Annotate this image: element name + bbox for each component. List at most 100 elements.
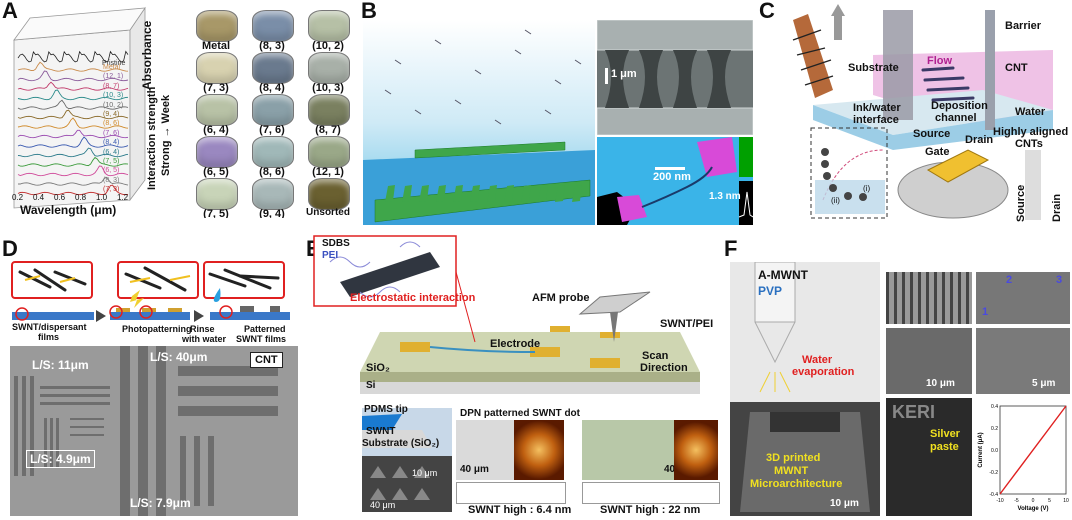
vial [308,10,350,42]
cnt-stick [434,39,442,45]
vial [196,136,238,168]
vial-label: (8, 7) [315,124,341,136]
spectrum-label: (8, 6) [103,120,120,128]
si-label: Si [366,380,376,391]
grid-sem-image [886,272,972,324]
step1b-label: films [38,332,60,342]
absorbance-axis-label: Absorbance [140,20,154,90]
vial-label: Metal [201,40,231,52]
spectrum-label: (7, 5) [103,158,120,165]
water-label: Water [1015,106,1046,118]
spectrum-line [17,136,129,148]
afm-probe-label: AFM probe [532,292,590,304]
scale-bar-200nm [655,167,685,170]
patterned-film-micrograph: L/S: 40μm L/S: 11μm L/S: 4.9μm L/S: 7.9μ… [10,346,298,516]
panel-b: B [355,0,753,230]
pei-label: PEI [322,250,339,261]
dpn-dot-image-1: 40 μm [456,420,564,480]
vial [308,136,350,168]
photopatterning-process [11,261,290,322]
pillar-closeup-image: 5 μm [976,328,1070,394]
ink-water-label: Ink/water [853,102,901,114]
vial-label: (8, 6) [259,166,285,178]
spectrum-line [17,89,129,101]
electrode-tooth [470,185,480,202]
spectrum-line [18,176,129,186]
vial-label: (7, 5) [203,208,229,219]
dpn-label: DPN patterned SWNT dot [460,408,580,419]
paste-label: paste [930,441,959,453]
iv-y-label: Current (μA) [978,432,984,467]
num-3: 3 [1056,274,1063,286]
bridge-sem-image: 1 2 3 [976,272,1070,324]
height-profile-2 [582,482,720,504]
vial [196,52,238,84]
step1-label: SWNT/dispersant [12,322,87,332]
iv-y-tick: -0.2 [989,470,998,476]
vial-label: (9, 4) [259,208,285,219]
vial-label: (8, 3) [259,40,285,52]
wavelength-tick: 0.2 [12,193,24,202]
spectrum-label: Metal [103,64,121,71]
wavelength-tick: 1.0 [96,193,108,202]
iv-x-label: Voltage (V) [1018,506,1049,512]
vial [252,52,294,84]
cnt-label-d: CNT [250,352,283,368]
wavelength-tick: 0.8 [75,193,87,202]
cnt-label: CNT [1005,62,1028,74]
spectrum-label: (6, 4) [103,148,120,156]
spectrum-label: (12, 1) [103,73,124,81]
direction-label: Direction [640,362,688,374]
swnt-label: SWNT [366,426,396,437]
spectrum-line [17,129,129,139]
electrode-tooth [521,185,531,202]
panel-label-b: B [361,0,377,23]
printed-label-2: MWNT [774,465,809,477]
iv-series-line [999,405,1067,495]
vial-label: (7, 6) [259,124,285,136]
vial [308,178,350,210]
ls-49-label: L/S: 4.9μm [26,450,95,468]
electrode-tooth [555,185,565,202]
i-label: (i) [863,184,871,193]
panel-c: C Barrier Substrate [753,0,1072,230]
step4-label: Patterned [244,324,286,334]
panel-label-d: D [2,236,18,261]
vial-label: (12, 1) [312,166,344,178]
swnt-pei-label: SWNT/PEI [660,318,714,330]
spectrum-label: (7, 3) [103,186,120,194]
spectrum-line [17,61,129,72]
iv-x-tick: 10 [1063,498,1069,504]
absorbance-spectra-plot [13,6,146,209]
iv-y-tick: 0.2 [991,426,998,432]
cnt-stick [544,109,552,115]
spectrum-label: (8, 4) [103,139,120,147]
swnt-high-1: SWNT high : 6.4 nm [468,504,572,516]
source-vertical-label: Source [1015,184,1027,222]
spectrum-line [17,70,129,82]
panel-e: E SDBS PEI Electrostatic interaction AFM… [300,232,720,520]
electrode-tooth [436,185,446,202]
electrode-tooth [453,185,463,202]
pristine-label: Pristine [102,60,126,67]
iv-x-tick: -10 [996,498,1003,504]
step4b-label: SWNT films [236,334,287,344]
printed-label-1: 3D printed [766,452,821,464]
spectrum-line [17,99,129,110]
barrier-label: Barrier [1005,20,1042,32]
sdbs-label: SDBS [322,238,350,249]
pdms-tip-label: PDMS tip [364,404,408,415]
swnt-high-2: SWNT high : 22 nm [600,504,701,516]
keri-text: KERI [892,402,936,422]
substrate-label: Substrate [848,62,899,74]
evaporation-label: evaporation [792,366,855,378]
wavelength-tick: 0.4 [33,193,45,202]
spectrum-label: (8, 3) [103,176,120,184]
cnt-stick [454,99,462,105]
num-1: 1 [982,306,989,318]
vial-label: (8, 4) [259,82,285,94]
vial-label: (10, 2) [312,40,344,52]
strong-week-label: Strong → Week [160,94,172,176]
vial-label: (7, 3) [203,82,229,94]
